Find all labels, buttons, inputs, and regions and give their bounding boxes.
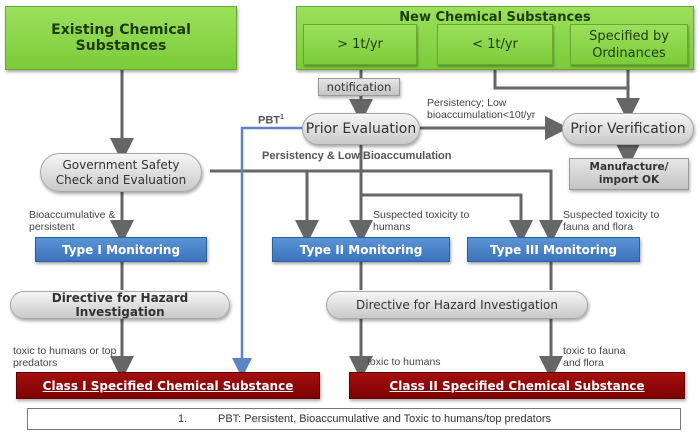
arrow-gov-to-type2 [210, 169, 319, 244]
type3-monitoring-label: Type III Monitoring [489, 242, 618, 257]
category-lt-1t: < 1t/yr [437, 24, 553, 65]
prior-evaluation-node: Prior Evaluation [302, 113, 420, 145]
arrow-gov-to-type3 [307, 169, 563, 244]
prior-verification-label: Prior Verification [570, 121, 686, 137]
category-gt-1t-label: > 1t/yr [337, 37, 383, 52]
category-ordinances-label: Specified by Ordinances [589, 28, 669, 61]
class2-substance-box: Class II Specified Chemical Substance [349, 372, 685, 399]
pbt-label: PBT1 [258, 114, 284, 127]
new-substances-title: New Chemical Substances [399, 10, 591, 25]
type2-monitoring-box: Type II Monitoring [272, 237, 450, 262]
class1-substance-box: Class I Specified Chemical Substance [16, 372, 320, 399]
notification-box: notification [318, 78, 400, 96]
type1-monitoring-label: Type I Monitoring [61, 242, 181, 257]
toxic-humans-label: toxic to humans [367, 356, 441, 368]
gov-safety-check-label: Government Safety Check and Evaluation [55, 157, 187, 187]
category-gt-1t: > 1t/yr [303, 24, 417, 65]
toxic-fauna-label: toxic to fauna and flora [563, 345, 626, 369]
footnote-box: 1. PBT: Persistent, Bioaccumulative and … [27, 408, 681, 430]
footnote-number: 1. [178, 413, 188, 425]
gov-safety-check-node: Government Safety Check and Evaluation [40, 153, 202, 192]
directive-right-label: Directive for Hazard Investigation [356, 298, 558, 312]
manufacture-ok-box: Manufacture/ import OK [569, 158, 689, 190]
toxic-humans-predators-label: toxic to humans or top predators [13, 345, 117, 369]
prior-evaluation-label: Prior Evaluation [305, 121, 417, 137]
suspected-humans-label: Suspected toxicity to humans [373, 209, 470, 233]
arrow-prior-eval-to-type3 [361, 193, 533, 244]
type1-monitoring-box: Type I Monitoring [35, 237, 207, 262]
type3-monitoring-box: Type III Monitoring [467, 237, 640, 262]
pbt-text: PBT [258, 114, 280, 127]
notification-label: notification [326, 80, 392, 94]
class2-substance-label: Class II Specified Chemical Substance [389, 378, 645, 393]
class1-substance-label: Class I Specified Chemical Substance [42, 378, 294, 393]
arrow-lt1t-to-prior-verif [493, 67, 628, 90]
directive-right-node: Directive for Hazard Investigation [326, 291, 588, 319]
manufacture-ok-label: Manufacture/ import OK [589, 161, 669, 186]
persistency-low-label: Persistency; Low bioaccumulation<10t/yr [427, 97, 536, 121]
type2-monitoring-label: Type II Monitoring [299, 242, 423, 257]
existing-substances-title: Existing Chemical Substances [51, 22, 191, 54]
category-ordinances: Specified by Ordinances [570, 24, 688, 65]
category-lt-1t-label: < 1t/yr [472, 37, 518, 52]
directive-left-node: Directive for Hazard Investigation [10, 291, 230, 319]
suspected-fauna-label: Suspected toxicity to fauna and flora [563, 209, 660, 233]
existing-substances-box: Existing Chemical Substances [5, 6, 237, 70]
arrow-pbt-to-class1 [232, 126, 302, 378]
prior-verification-node: Prior Verification [562, 113, 694, 145]
bioacc-persistent-label: Bioaccumulative & persistent [29, 209, 116, 233]
pbt-superscript: 1 [280, 114, 284, 121]
footnote-text: PBT: Persistent, Bioaccumulative and Tox… [218, 413, 552, 425]
persistency-low-bioacc-label: Persistency & Low Bioaccumulation [262, 150, 452, 162]
directive-left-label: Directive for Hazard Investigation [51, 291, 189, 319]
